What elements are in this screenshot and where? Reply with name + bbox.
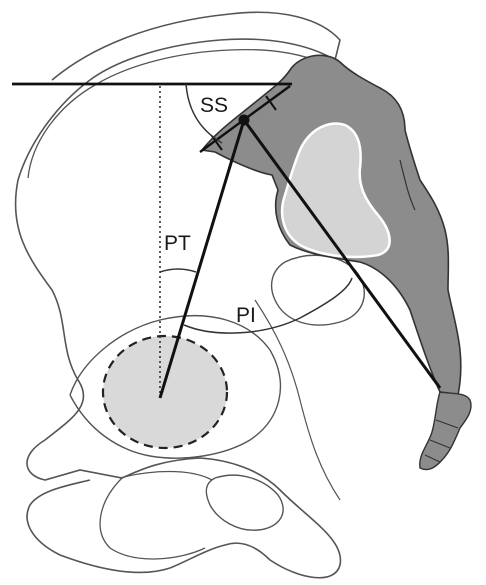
femoral-head <box>103 336 227 448</box>
iliopectineal-line <box>255 300 340 500</box>
pubis-outline <box>100 472 212 559</box>
endplate-midpoint <box>239 115 250 126</box>
pt-angle-arc <box>160 269 196 272</box>
pi-label: PI <box>236 304 256 327</box>
pt-label: PT <box>164 232 191 255</box>
ss-label: SS <box>200 94 228 117</box>
coccyx <box>420 392 471 470</box>
